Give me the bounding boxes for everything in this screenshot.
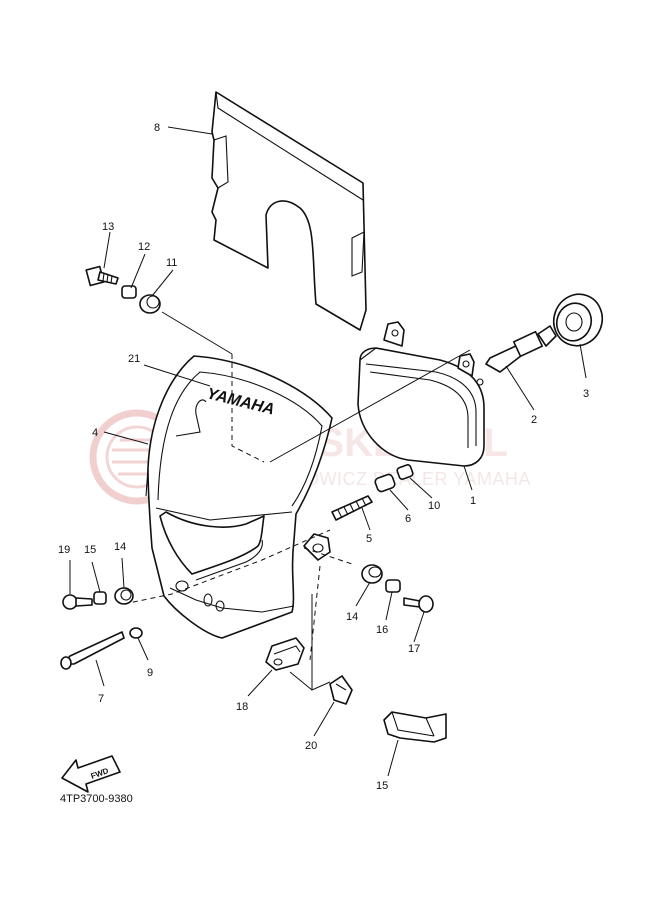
part-17-bolt: [62, 594, 93, 610]
diagram-code: 4TP3700-9380: [60, 793, 133, 805]
callout-14-left: 14: [114, 541, 126, 553]
callout-16: 17: [408, 643, 420, 655]
part-7-long-bolt: [60, 631, 125, 670]
part-8-mounting-plate: [211, 91, 367, 331]
callout-leaders: [69, 126, 587, 777]
callout-20: 15: [376, 780, 388, 792]
part-1-headlight-housing: [357, 321, 485, 467]
part-6-collar: [374, 473, 396, 493]
fwd-arrow-icon: FWD: [61, 755, 121, 793]
callout-10: 10: [428, 500, 440, 512]
part-13-bolt: [85, 265, 119, 287]
callout-9: 9: [147, 667, 153, 679]
part-14-grommet-right: [361, 564, 383, 584]
part-2-headlight-bulb: [476, 325, 557, 386]
part-15-collar-right: [385, 579, 401, 593]
callout-18: 18: [236, 701, 248, 713]
callout-8: 8: [154, 122, 160, 134]
callout-12: 12: [138, 241, 150, 253]
callout-14-right: 14: [346, 611, 358, 623]
part-14-grommet-left: [114, 587, 134, 605]
callout-17: 19: [58, 544, 70, 556]
part-10-nut: [396, 464, 414, 480]
part-18-bracket: [265, 637, 305, 671]
part-12-collar: [121, 285, 137, 299]
callout-numbers: 8 13 12 11 21 4 3 2 1 10 6 5 19 15 14 9 …: [58, 122, 589, 792]
part-20-clamp-band: [383, 711, 447, 743]
callout-6: 6: [405, 513, 411, 525]
part-15-collar-left: [93, 591, 107, 605]
callout-15-right: 16: [376, 624, 388, 636]
part-19-clip: [329, 675, 353, 705]
callout-21: 21: [128, 353, 140, 365]
callout-11: 11: [166, 257, 177, 269]
assembly-lines: [123, 311, 471, 691]
part-3-socket-cover: [552, 293, 604, 347]
part-16-bolt: [403, 595, 434, 613]
cover-side-bracket: [303, 533, 331, 561]
callout-13: 13: [102, 221, 114, 233]
callout-4: 4: [92, 427, 98, 439]
callout-2: 2: [531, 414, 537, 426]
callout-7: 7: [98, 693, 104, 705]
part-4-headlight-cover: YAMAHA: [145, 355, 333, 639]
callout-1: 1: [470, 495, 476, 507]
callout-5: 5: [366, 533, 372, 545]
callout-15-left: 15: [84, 544, 96, 556]
callout-3: 3: [583, 388, 589, 400]
part-9-washer: [129, 627, 143, 639]
callout-19: 20: [305, 740, 317, 752]
part-11-grommet: [139, 294, 161, 314]
part-5-adjuster-spring: [331, 495, 373, 521]
